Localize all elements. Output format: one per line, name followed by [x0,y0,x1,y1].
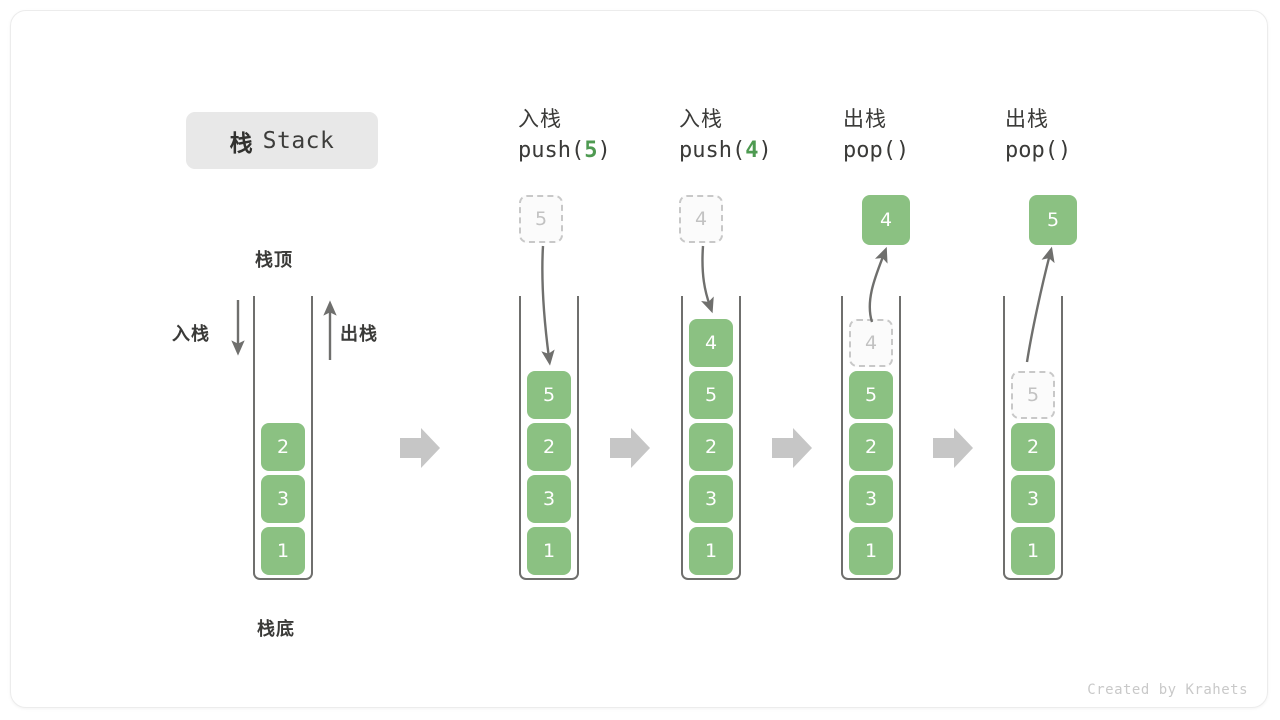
step-header-code: push(4) [679,135,849,167]
stack-cell: 5 [689,371,733,419]
stack-cell-ghost: 4 [849,319,893,367]
stack-top-label: 栈顶 [255,250,293,270]
credit-text: Created by Krahets [1087,682,1248,698]
step-header-cn: 出栈 [843,108,887,131]
stack-container-push-4 [681,296,741,580]
step-header-pop-2: 出栈 pop() [1005,105,1175,167]
stack-cell: 2 [849,423,893,471]
pop-direction-label: 出栈 [340,324,378,344]
step-header-code: pop() [843,135,1013,167]
stack-cell: 3 [849,475,893,523]
title-chip: 栈 Stack [186,112,378,169]
floating-value-popped: 4 [862,195,910,245]
stack-cell: 1 [1011,527,1055,575]
push-direction-label: 入栈 [172,324,210,344]
stack-cell: 2 [689,423,733,471]
title-en: Stack [262,127,335,154]
code-prefix: push( [679,138,746,163]
step-header-push-5: 入栈 push(5) [518,105,688,167]
stack-cell-ghost: 5 [1011,371,1055,419]
code-prefix: push( [518,138,585,163]
stack-cell: 3 [689,475,733,523]
step-header-code: push(5) [518,135,688,167]
stack-container-pop-1 [841,296,901,580]
stack-cell: 2 [527,423,571,471]
stack-cell: 1 [261,527,305,575]
floating-value-popped: 5 [1029,195,1077,245]
code-suffix: ) [895,138,910,163]
stack-bottom-label: 栈底 [257,619,295,639]
floating-value-ghost: 4 [679,195,723,243]
stack-cell: 5 [849,371,893,419]
stack-cell: 3 [1011,475,1055,523]
stack-container-pop-2 [1003,296,1063,580]
step-header-cn: 出栈 [1005,108,1049,131]
code-suffix: ) [1057,138,1072,163]
stack-cell: 4 [689,319,733,367]
stack-cell: 1 [849,527,893,575]
stack-container-push-5 [519,296,579,580]
code-arg: 4 [745,138,759,163]
step-header-code: pop() [1005,135,1175,167]
step-header-cn: 入栈 [518,108,562,131]
title-cn: 栈 [229,129,254,156]
stack-cell: 3 [527,475,571,523]
stack-cell: 1 [527,527,571,575]
code-suffix: ) [758,138,772,163]
step-header-push-4: 入栈 push(4) [679,105,849,167]
step-header-pop-1: 出栈 pop() [843,105,1013,167]
step-header-cn: 入栈 [679,108,723,131]
stack-cell: 3 [261,475,305,523]
stack-cell: 2 [261,423,305,471]
stack-cell: 1 [689,527,733,575]
stack-cell: 2 [1011,423,1055,471]
code-suffix: ) [597,138,611,163]
code-arg: 5 [584,138,598,163]
stack-cell: 5 [527,371,571,419]
stack-container-initial [253,296,313,580]
code-prefix: pop( [1005,138,1058,163]
floating-value-ghost: 5 [519,195,563,243]
code-prefix: pop( [843,138,896,163]
